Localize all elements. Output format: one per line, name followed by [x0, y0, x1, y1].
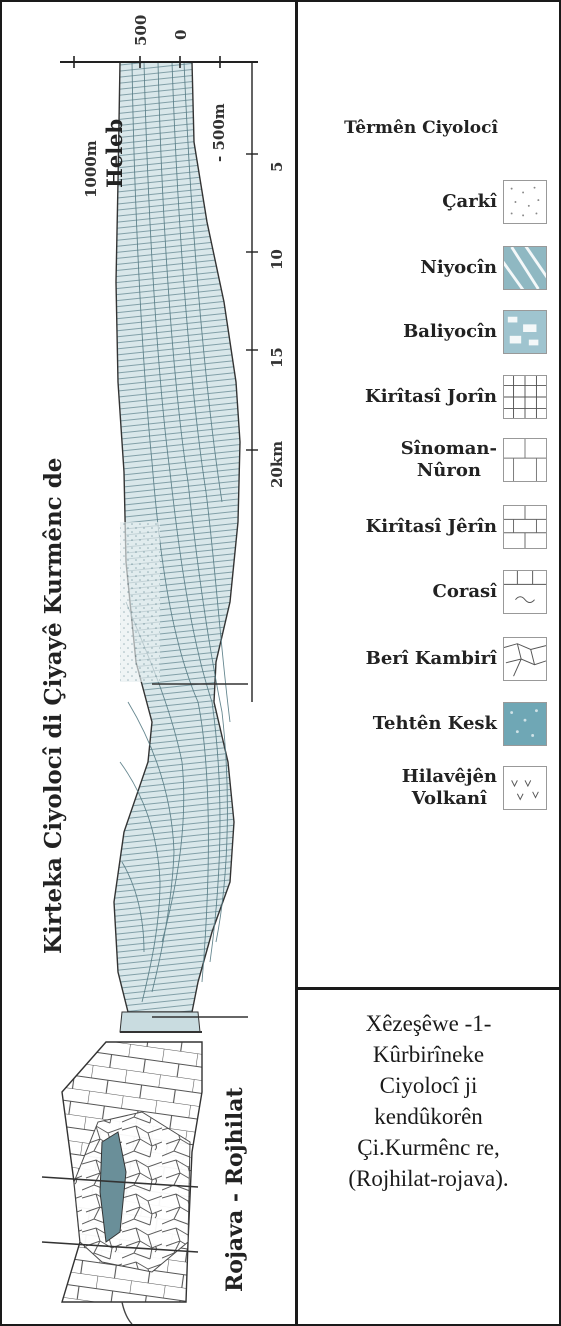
large-brick-icon — [503, 438, 547, 482]
brick-lines-icon — [503, 375, 547, 419]
legend-item-label: Çarkî — [442, 172, 497, 232]
irregular-block-icon — [503, 637, 547, 681]
v-marks-icon — [503, 766, 547, 810]
direction-label: Rojava - Rojhilat — [222, 1087, 248, 1292]
dots-icon — [503, 180, 547, 224]
legend-item: Niyocîn — [298, 238, 559, 298]
legend-item-label: Berî Kambirî — [366, 629, 497, 689]
legend-item-label: Baliyocîn — [403, 302, 497, 362]
km-tick-10: 10 — [268, 249, 286, 270]
section-title: Kirteka Ciyolocî di Çiyayê Kurmênc de — [40, 458, 67, 954]
elevation-minus-500-label: - 500m — [210, 103, 228, 162]
legend-item: Sînoman- Nûron — [298, 430, 559, 490]
legend-item-label: Kirîtasî Jorîn — [365, 367, 497, 427]
blotch-icon — [503, 310, 547, 354]
dotted-cover — [120, 522, 160, 682]
legend-item-label: Tehtên Kesk — [373, 694, 497, 754]
diagonal-stripes-icon — [503, 246, 547, 290]
legend-item: Corasî — [298, 562, 559, 622]
caption-panel: Xêzeşêwe -1- Kûrbirîneke Ciyolocî ji ken… — [298, 990, 559, 1324]
elevation-0-label: 0 — [172, 30, 190, 40]
elevation-500-top-label: 500 — [132, 15, 150, 46]
legend-item: Çarkî — [298, 172, 559, 232]
legend-item-label: Hilavêjên Volkanî — [402, 758, 497, 818]
brick-wave-icon — [503, 570, 547, 614]
legend-title: Têrmên Ciyolocî — [298, 118, 544, 138]
legend-item: Hilavêjên Volkanî — [298, 758, 559, 818]
legend-item: Tehtên Kesk — [298, 694, 559, 754]
legend-item-label: Kirîtasî Jêrîn — [366, 497, 497, 557]
cross-section-panel: Kirteka Ciyolocî di Çiyayê Kurmênc de Ro… — [2, 2, 296, 1324]
legend-item-label: Corasî — [433, 562, 497, 622]
place-label: Heleb — [102, 119, 127, 188]
km-tick-5: 5 — [268, 162, 286, 172]
figure-caption: Xêzeşêwe -1- Kûrbirîneke Ciyolocî ji ken… — [306, 1008, 551, 1194]
legend-item-label: Sînoman- Nûron — [401, 430, 497, 490]
legend-item: Baliyocîn — [298, 302, 559, 362]
speckle-icon — [503, 702, 547, 746]
legend-item: Kirîtasî Jorîn — [298, 367, 559, 427]
km-tick-20: 20km — [268, 441, 286, 488]
legend-item: Berî Kambirî — [298, 629, 559, 689]
brick-icon — [503, 505, 547, 549]
legend-item: Kirîtasî Jêrîn — [298, 497, 559, 557]
km-tick-15: 15 — [268, 347, 286, 368]
legend-item-label: Niyocîn — [420, 238, 497, 298]
elevation-1000-label: 1000m — [82, 140, 100, 198]
